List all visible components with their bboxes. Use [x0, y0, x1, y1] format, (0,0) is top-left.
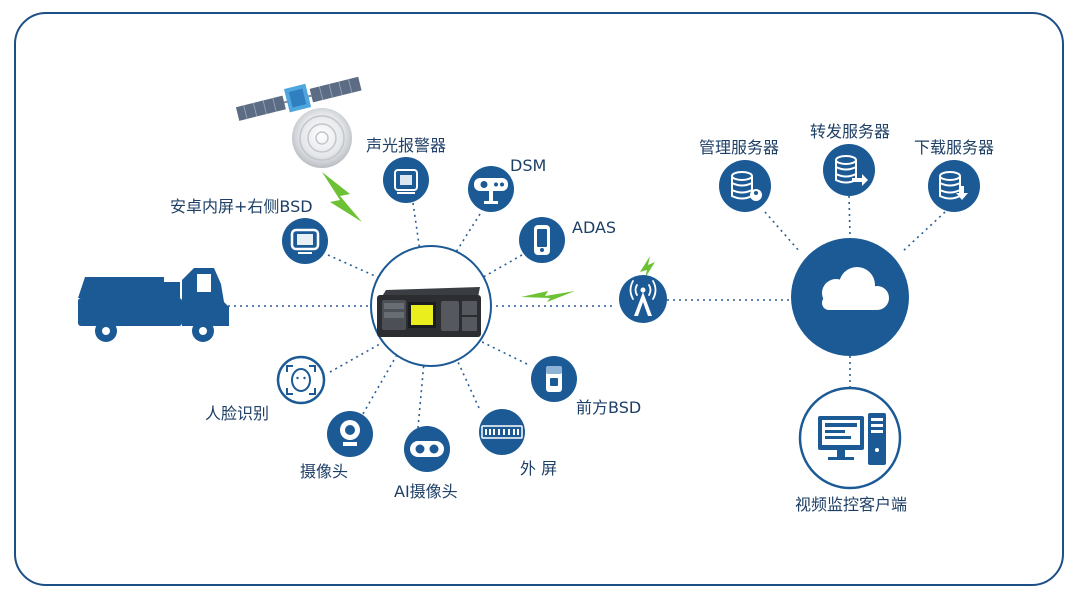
camera-node: [327, 411, 373, 457]
forwarding-server-node: [823, 144, 875, 196]
truck-icon: [78, 268, 229, 342]
client-label: 视频监控客户端: [794, 495, 908, 514]
download-server-node: [928, 160, 980, 212]
dsm-node: [468, 166, 514, 212]
tower-icon: [619, 275, 667, 323]
computer-icon: [798, 386, 902, 490]
ai-camera-label: AI摄像头: [394, 482, 458, 501]
front-bsd-label: 前方BSD: [576, 398, 642, 417]
diagram-frame: [14, 12, 1064, 586]
android-screen-node: [282, 218, 328, 264]
connector-lines: [228, 195, 946, 429]
external-screen-label: 外 屏: [520, 459, 558, 478]
face-recognition-node: [276, 355, 326, 405]
management-server-node: [719, 160, 771, 212]
face-recognition-label: 人脸识别: [205, 404, 270, 423]
lightning-icon: [322, 172, 655, 302]
dsm-label: DSM: [510, 156, 547, 175]
front-bsd-node: [531, 356, 577, 402]
android-screen-label: 安卓内屏+右侧BSD: [170, 197, 313, 216]
alarm-node: [383, 157, 429, 203]
alarm-label: 声光报警器: [366, 136, 447, 155]
adas-label: ADAS: [572, 218, 617, 237]
dvr-icon: [377, 287, 481, 337]
forwarding-server-label: 转发服务器: [810, 122, 891, 141]
satellite-icon: [235, 76, 362, 168]
download-server-label: 下载服务器: [914, 138, 995, 157]
cloud-icon: [791, 238, 909, 356]
adas-node: [519, 217, 565, 263]
dvr-hub: [370, 245, 492, 367]
management-server-label: 管理服务器: [699, 138, 780, 157]
external-screen-node: [479, 409, 525, 455]
camera-label: 摄像头: [300, 462, 349, 481]
ai-camera-node: [404, 426, 450, 472]
